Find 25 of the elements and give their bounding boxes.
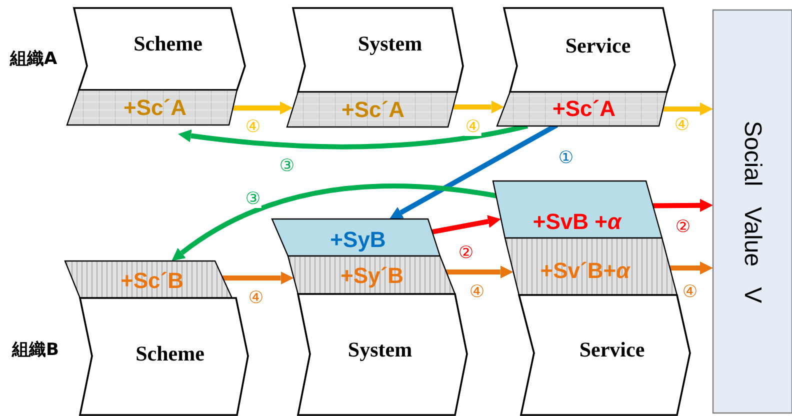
arrow bbox=[430, 215, 502, 235]
organization-label: 組織A bbox=[10, 48, 58, 70]
value-band: +SyB bbox=[272, 219, 440, 256]
arrow bbox=[444, 266, 514, 278]
value-band: +Sv´B+α bbox=[505, 238, 677, 295]
value-band: +SvB +α bbox=[493, 181, 662, 238]
arrow bbox=[220, 272, 294, 284]
stage-box: System bbox=[293, 8, 463, 92]
step-number: ④ bbox=[464, 118, 482, 136]
stage-box: Scheme bbox=[80, 298, 248, 415]
value-band: +Sc´B bbox=[65, 261, 232, 298]
value-band: +Sc´A bbox=[287, 92, 457, 127]
arrow bbox=[661, 102, 713, 116]
arrow bbox=[230, 102, 293, 114]
organization-label: 組織B bbox=[12, 339, 59, 361]
social-value-box: Social Value V bbox=[713, 10, 792, 413]
value-band: +Sc´A bbox=[497, 92, 667, 126]
stage-box: Scheme bbox=[74, 8, 245, 90]
value-band: +Sy´B bbox=[288, 256, 455, 294]
arrow bbox=[451, 100, 504, 114]
stage-box: System bbox=[298, 294, 467, 415]
arrow bbox=[650, 198, 713, 212]
stage-box: Service bbox=[504, 8, 675, 92]
step-number: ③ bbox=[244, 190, 262, 208]
value-band: +Sc´A bbox=[67, 90, 237, 125]
